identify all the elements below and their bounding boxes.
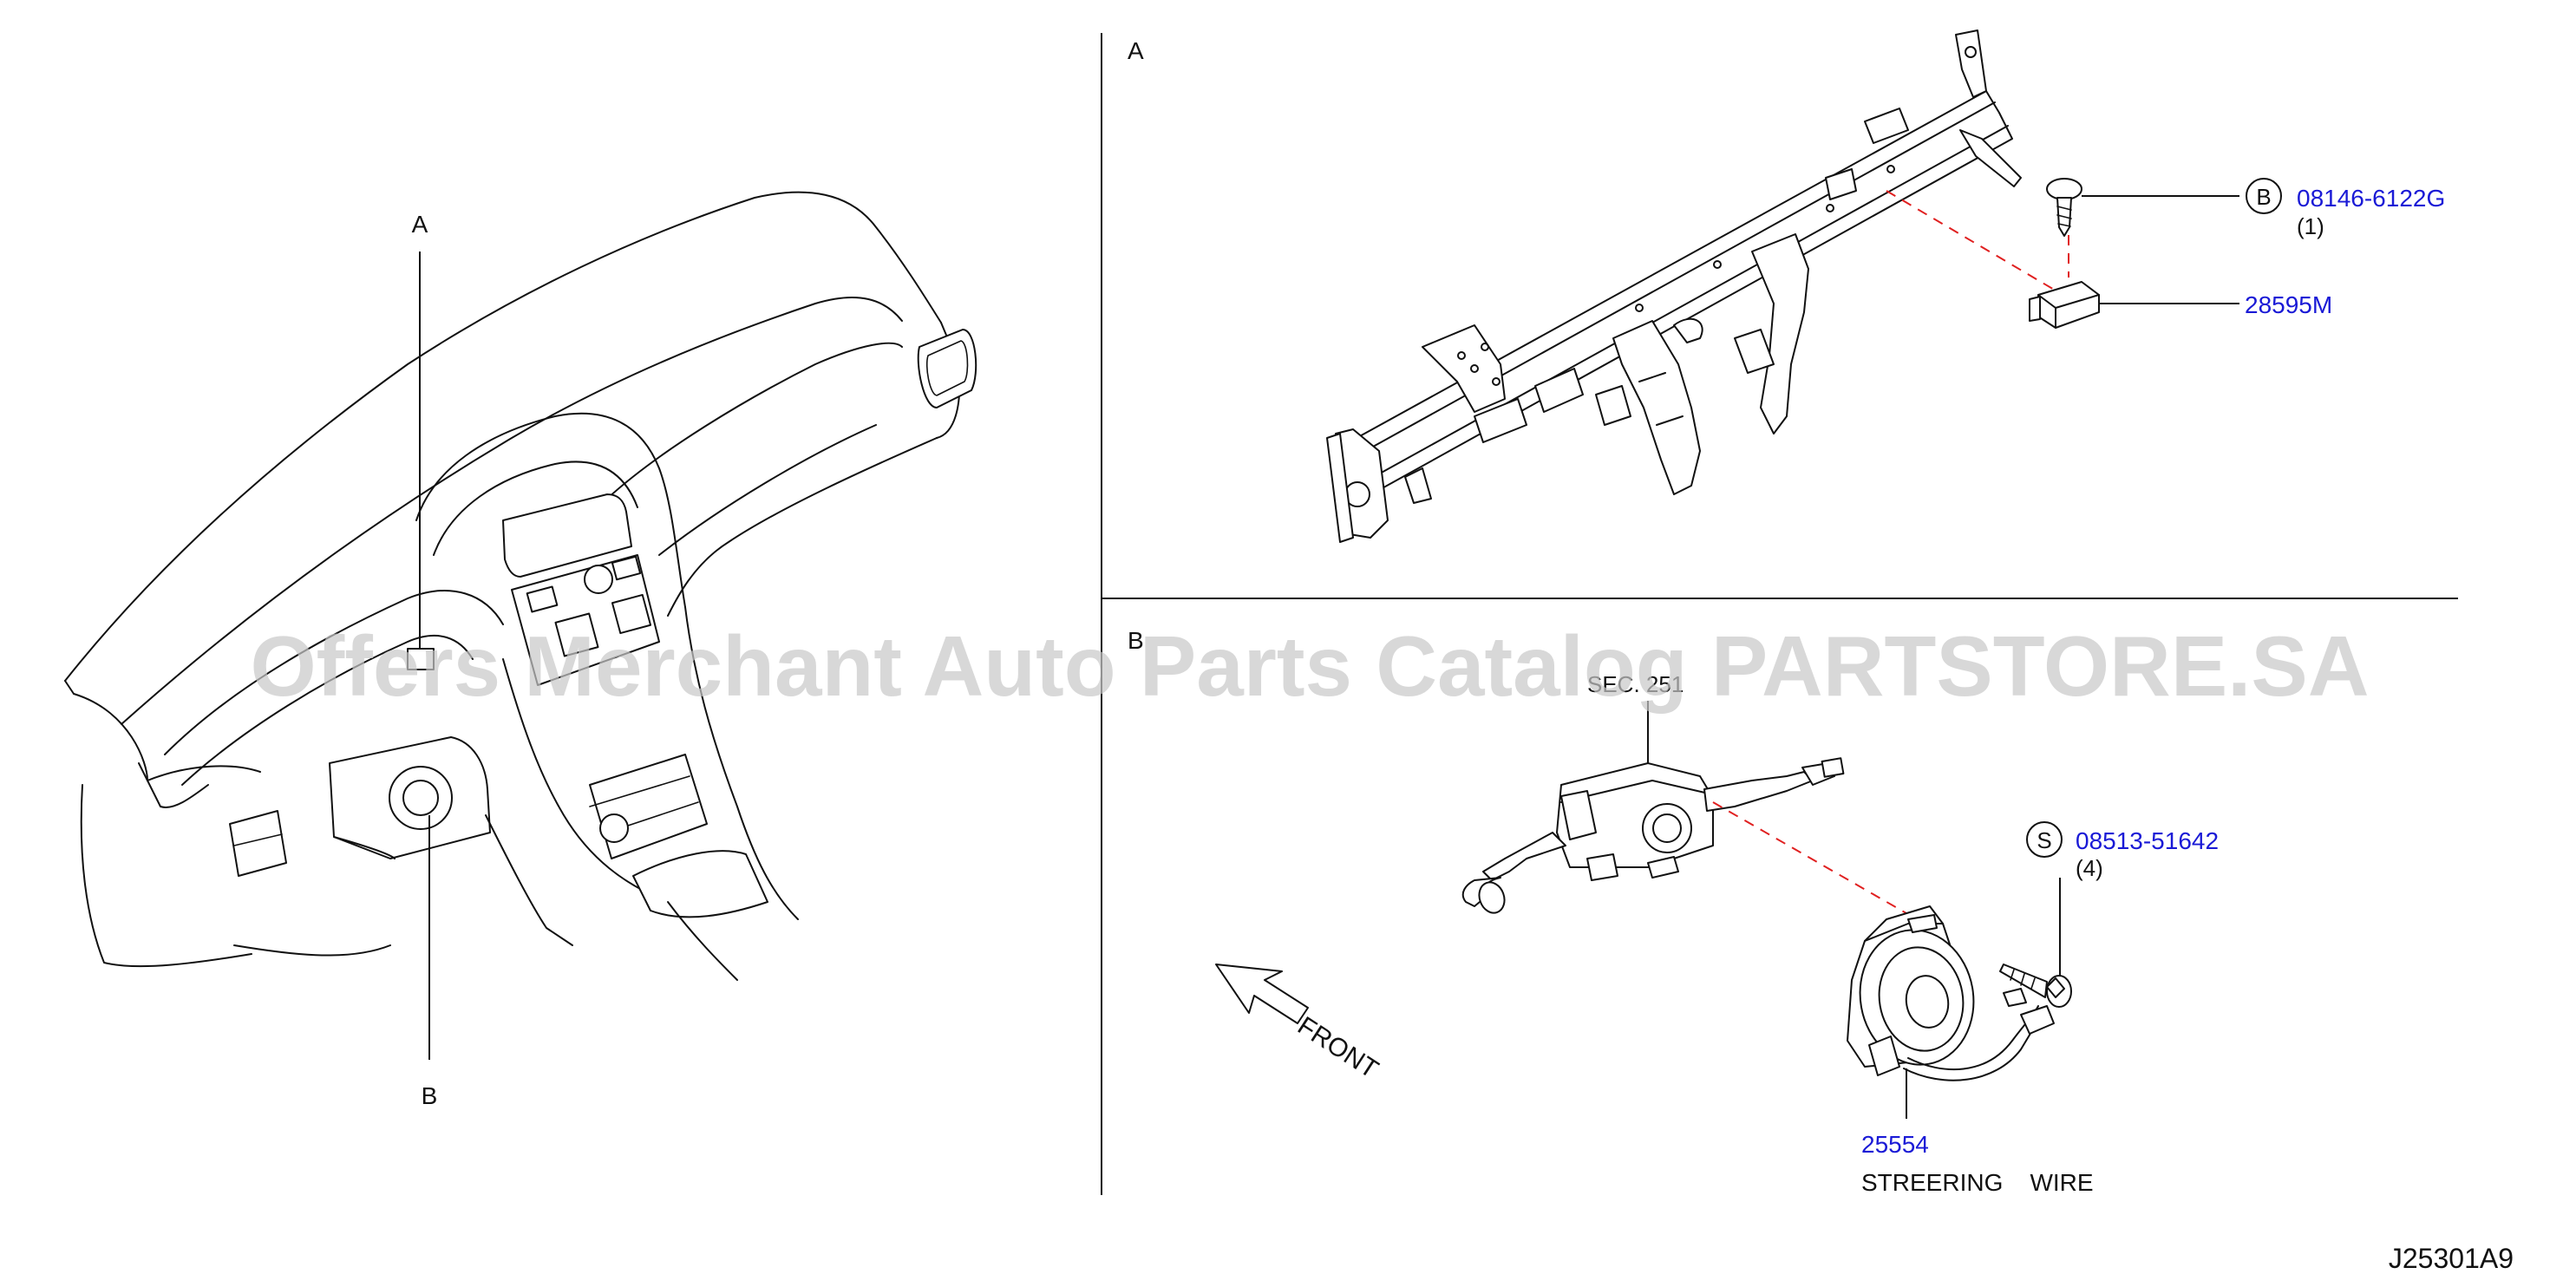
front-label: FRONT (1292, 1011, 1383, 1084)
bolt-symbol: B (2256, 184, 2271, 210)
steering-member-drawing (1326, 29, 2022, 543)
bolt-symbol-circle (2246, 178, 2282, 214)
screw-quantity: (4) (2076, 855, 2103, 881)
spiral-cable-drawing (1847, 905, 2055, 1081)
screw-symbol: S (2037, 827, 2051, 853)
dashed-link-switch-wire (1712, 801, 1918, 920)
wire-part-name: STREERING WIRE (1861, 1169, 2094, 1196)
bolt-quantity: (1) (2297, 213, 2324, 239)
overview-label-a: A (412, 211, 428, 238)
bracket-part-number[interactable]: 28595M (2245, 291, 2332, 318)
diagram-code: J25301A9 (2389, 1243, 2514, 1274)
bolt-drawing (2046, 178, 2082, 237)
section-b-label: B (1128, 627, 1144, 654)
wire-part-number[interactable]: 25554 (1861, 1131, 1929, 1158)
section-a-label: A (1128, 37, 1144, 64)
dashed-link-member-bracket (1886, 190, 2056, 291)
watermark-text: Offers Merchant Auto Parts Catalog PARTS… (250, 618, 2369, 714)
bolt-part-number[interactable]: 08146-6122G (2297, 185, 2445, 212)
overview-marker-a (407, 648, 435, 670)
dashboard-overview-drawing (64, 191, 977, 981)
screw-symbol-circle (2026, 821, 2063, 858)
overview-label-b: B (422, 1082, 438, 1109)
front-arrow-icon (1215, 964, 1309, 1024)
screw-drawing (1999, 964, 2072, 1008)
combination-switch-drawing (1461, 757, 1845, 914)
bracket-drawing (2029, 281, 2100, 329)
screw-part-number[interactable]: 08513-51642 (2076, 827, 2219, 854)
section-reference: SEC. 251 (1587, 671, 1684, 697)
